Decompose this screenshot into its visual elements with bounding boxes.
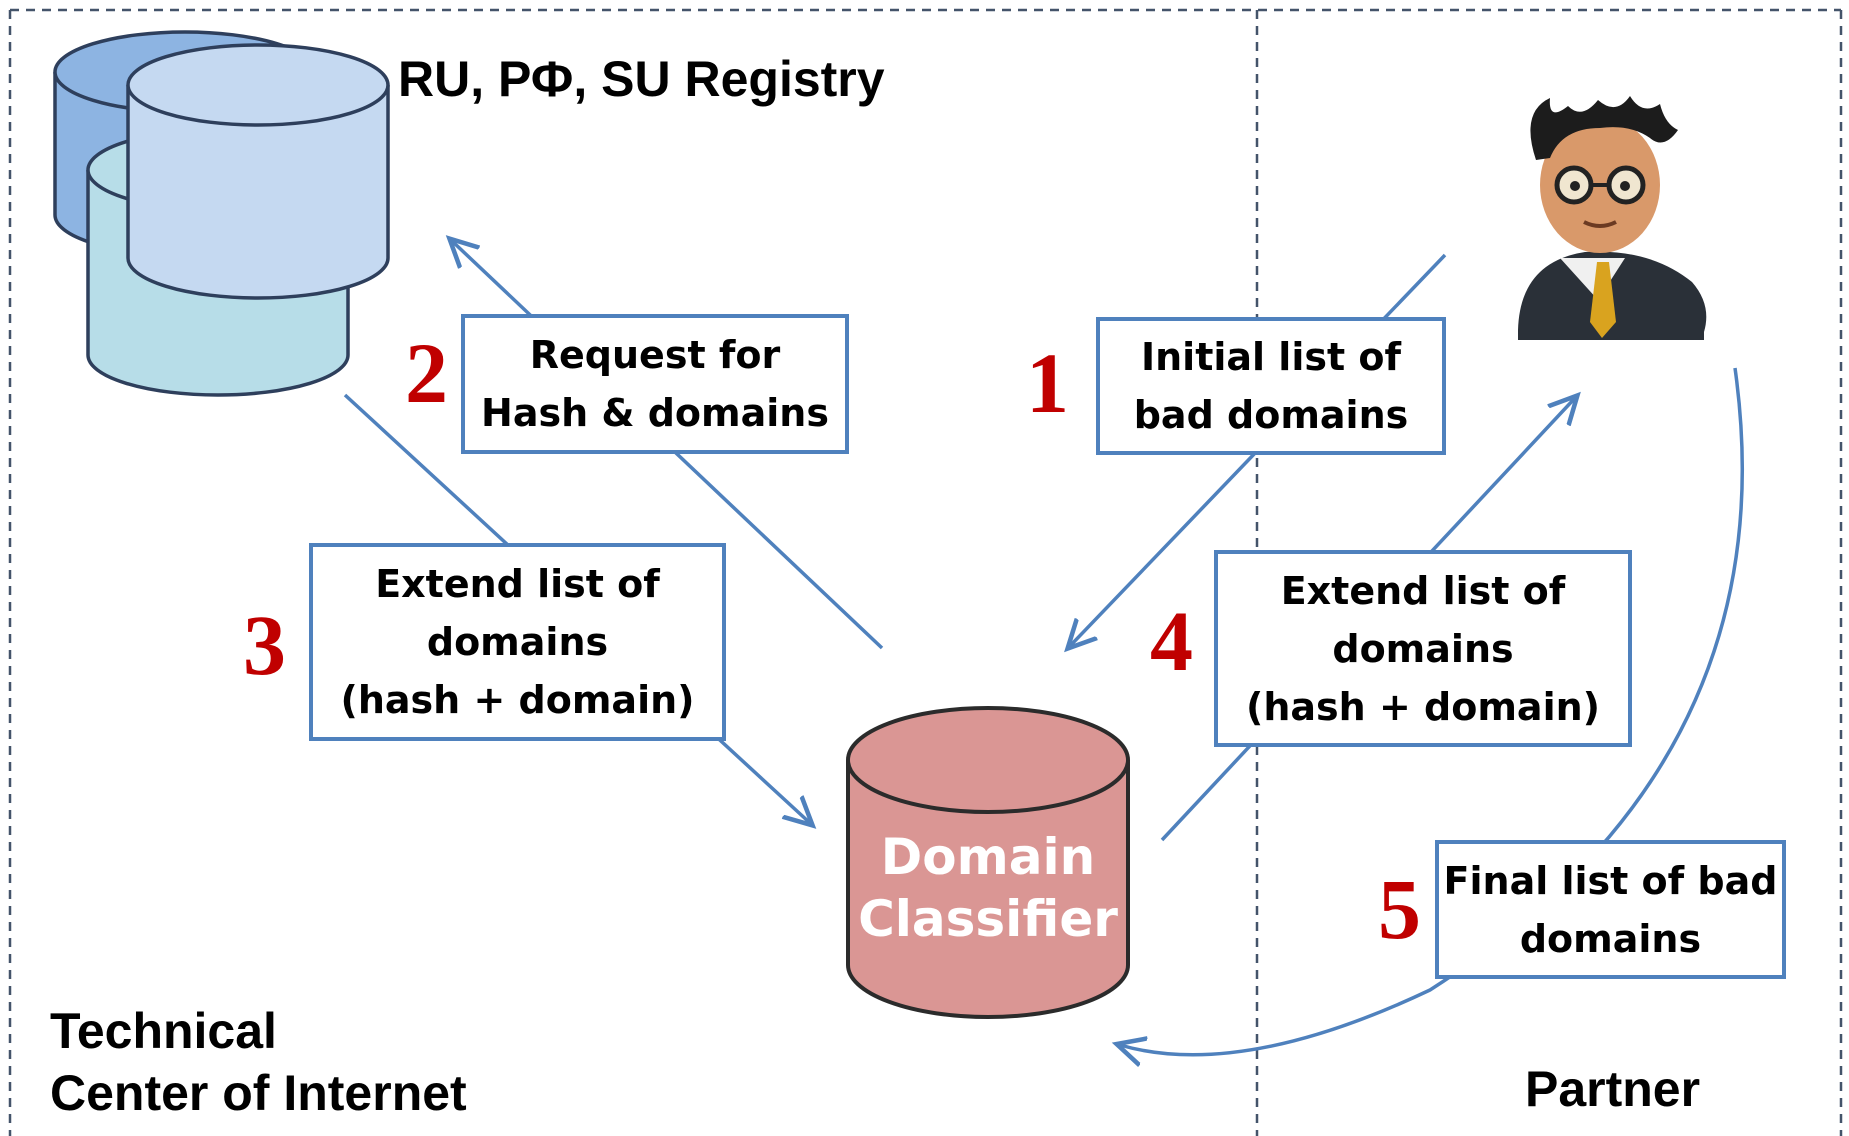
- step-number-1: 1: [1026, 335, 1069, 431]
- step-number-2: 2: [405, 325, 448, 421]
- partner-avatar-icon: [1518, 96, 1707, 340]
- step-box-3: Extend list of domains (hash + domain): [309, 543, 726, 741]
- classifier-database-icon: [846, 706, 1130, 1019]
- step-box-5: Final list of bad domains: [1435, 840, 1786, 979]
- step-number-3: 3: [243, 597, 286, 693]
- registry-label: RU, РФ, SU Registry: [398, 51, 885, 107]
- partner-label: Partner: [1525, 1061, 1701, 1117]
- registry-db-front: [126, 43, 390, 300]
- classifier-label: Domain Classifier: [858, 828, 1118, 948]
- step-box-4: Extend list of domains (hash + domain): [1214, 550, 1632, 747]
- technical-center-label: Technical Center of Internet: [50, 1003, 467, 1121]
- step-number-4: 4: [1150, 593, 1193, 689]
- step-box-2: Request for Hash & domains: [461, 314, 849, 454]
- step-number-5: 5: [1378, 861, 1421, 957]
- registry-database-icon: [53, 30, 390, 397]
- step-box-1: Initial list of bad domains: [1096, 317, 1446, 455]
